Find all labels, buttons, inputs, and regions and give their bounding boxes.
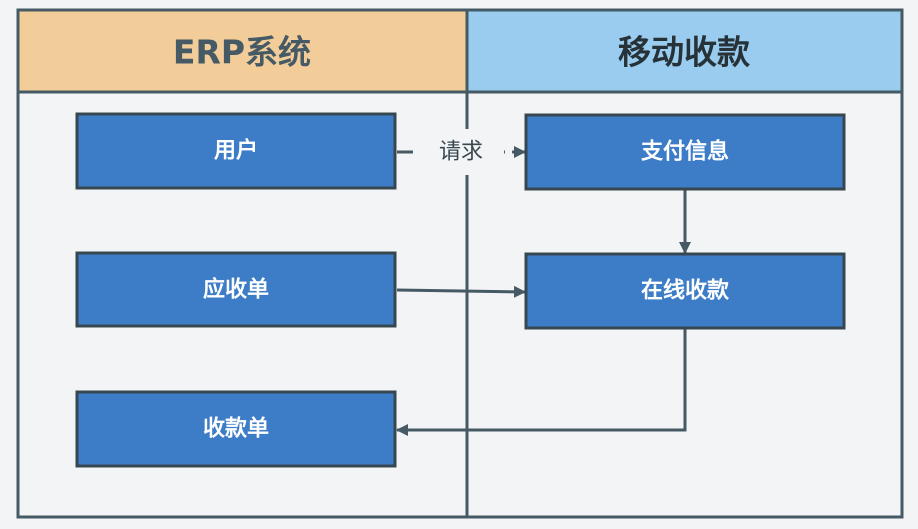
node-receivable-box — [75, 251, 397, 328]
node-receipt-box — [75, 390, 397, 468]
lane-title-erp: ERP系统 — [173, 33, 311, 72]
node-receivable-label: 应收单 — [203, 277, 269, 303]
node-user-label: 用户 — [214, 138, 258, 164]
node-receivable: 应收单 — [75, 251, 397, 328]
lane-header-mobile — [467, 10, 902, 92]
edge-label-background — [418, 129, 504, 175]
node-user: 用户 — [75, 112, 397, 190]
edge-label-request: 请求 — [439, 140, 483, 165]
node-receipt: 收款单 — [75, 390, 397, 468]
node-online-collection: 在线收款 — [524, 252, 846, 330]
node-payment-info-box — [524, 113, 846, 191]
edge-online-collection-to-receipt — [396, 328, 687, 436]
node-online-collection-box — [524, 252, 846, 330]
lane-title-mobile: 移动收款 — [618, 33, 751, 72]
node-user-box — [75, 112, 397, 190]
node-receipt-label: 收款单 — [203, 416, 269, 442]
diagram-frame — [16, 8, 904, 519]
node-online-collection-label: 在线收款 — [641, 278, 730, 304]
edge-receivable-to-online-collection — [396, 285, 526, 298]
lane-header-erp — [18, 10, 467, 92]
node-payment-info-label: 支付信息 — [641, 139, 729, 165]
node-payment-info: 支付信息 — [524, 113, 846, 191]
